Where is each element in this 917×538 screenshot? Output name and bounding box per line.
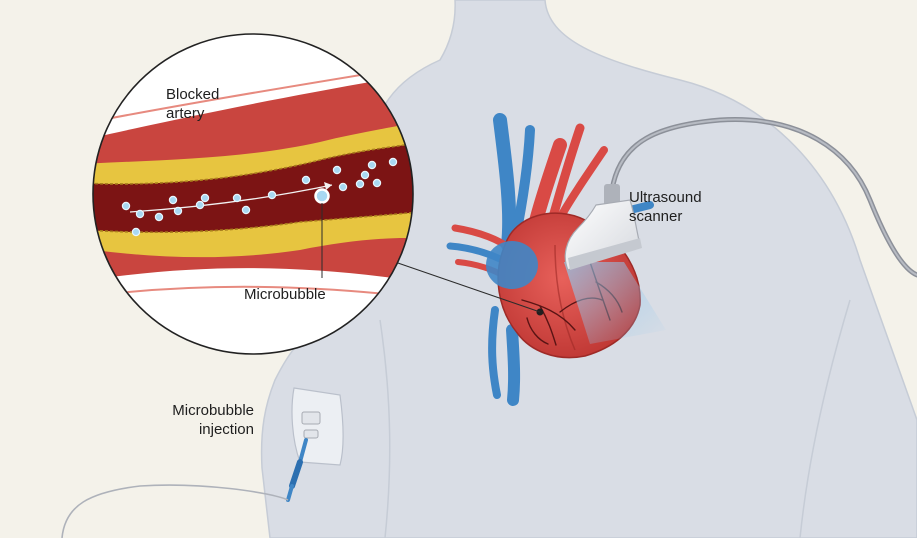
label-microbubble-injection-line1: Microbubble xyxy=(172,402,254,419)
highlighted-microbubble xyxy=(316,190,329,203)
label-microbubble: Microbubble xyxy=(244,285,326,304)
label-ultrasound-scanner: Ultrasound scanner xyxy=(629,188,702,226)
label-blocked-artery-line1: Blocked xyxy=(166,86,219,103)
label-microbubble-injection: Microbubble injection xyxy=(148,401,254,439)
label-blocked-artery-line2: artery xyxy=(166,105,204,122)
label-microbubble-injection-line2: injection xyxy=(199,421,254,438)
label-ultrasound-scanner-line2: scanner xyxy=(629,208,682,225)
label-blocked-artery: Blocked artery xyxy=(166,85,219,123)
label-ultrasound-scanner-line1: Ultrasound xyxy=(629,189,702,206)
